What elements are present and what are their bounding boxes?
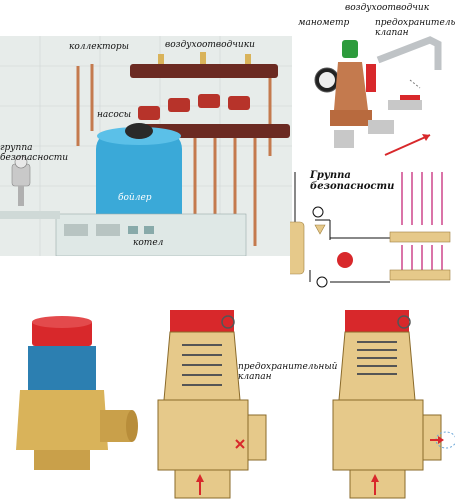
label-collectors: коллекторы: [69, 42, 129, 52]
relief-valve-photo: [16, 316, 138, 470]
relief-valve-cutaway-closed: [157, 310, 267, 499]
relief-valve-illustrations: [16, 310, 455, 499]
label-air-vent: воздухоотводчик: [345, 3, 430, 13]
upper-collector: [130, 64, 278, 78]
air-vent-part: [342, 40, 358, 58]
label-boiler-unit: котел: [133, 238, 164, 248]
label-relief-valve: предохранительный клапан: [375, 18, 455, 38]
boiler-tank: [96, 131, 182, 236]
relief-valve-part: [366, 64, 376, 92]
safety-group-photo: [11, 155, 31, 206]
label-relief-valve-bottom: предохранительный клапан: [238, 362, 338, 382]
expansion-tank: [337, 252, 353, 268]
pumps: [138, 94, 250, 120]
label-manometer: манометр: [298, 18, 350, 28]
heating-system-photo: [0, 36, 292, 256]
label-pumps: насосы: [97, 110, 132, 120]
label-air-vents: воздухоотводчики: [165, 40, 255, 50]
label-safety-group-scheme: Группа безопасности: [310, 170, 395, 192]
label-boiler-tank: бойлер: [118, 193, 152, 203]
safety-group-scheme: [290, 36, 451, 288]
relief-valve-cutaway-open: [332, 310, 455, 499]
label-safety-group: группа безопасности: [0, 143, 69, 163]
